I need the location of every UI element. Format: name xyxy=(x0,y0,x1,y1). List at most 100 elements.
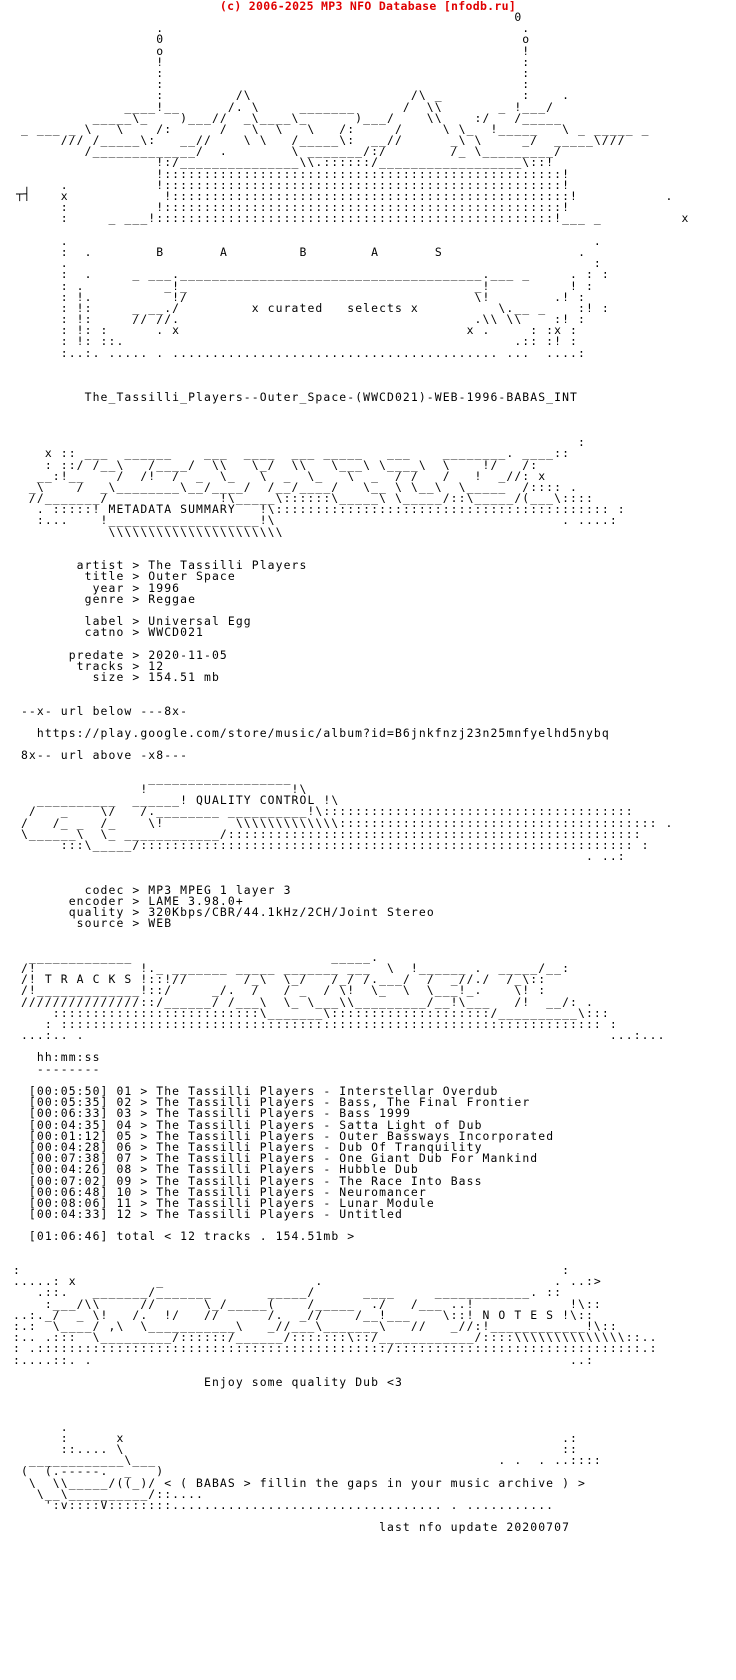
babas-tagline-row: : !: _ __./ x curated selects x \.__ _ :… xyxy=(13,300,610,315)
track-title: Bass, The Final Frontier xyxy=(339,1095,531,1110)
tracks-art-line: ...:.. . ...:... xyxy=(13,1028,666,1043)
track-number: 04 xyxy=(116,1117,133,1132)
release-name-row: The_Tassilli_Players--Outer_Space-(WWCD0… xyxy=(13,392,689,403)
footer-art-line: ::.... \ :: xyxy=(13,1442,578,1456)
metadata-art-line: _\ / _\________\__/____/ /__/____/ \__ \… xyxy=(13,479,578,494)
babas-frame-line: :..:. ..... . ..........................… xyxy=(13,345,586,360)
metadata-label-tracks: tracks xyxy=(76,658,125,673)
logo-art-line: !:::::::::::::::::::::::::::::::::::::::… xyxy=(13,166,571,181)
metadata-label-catno: catno xyxy=(84,625,125,640)
track-duration: [00:04:26] xyxy=(28,1162,109,1177)
quality-art-line: / _ \/ /.________ __________!\::::::::::… xyxy=(13,804,634,819)
tracks-art-line: ::::::::::::::::::::::::::\_______\:::::… xyxy=(13,1005,610,1020)
footer-art-line: : x .: xyxy=(13,1430,578,1445)
url-marker-top: --x- url below ---8x- xyxy=(13,703,689,718)
quality-art-line: / /_ _ /_ \! \\\\\\\\\\\\\::::::::::::::… xyxy=(13,815,674,830)
metadata-label-genre: genre xyxy=(84,591,125,606)
track-duration: [00:04:28] xyxy=(28,1139,109,1154)
babas-letters-row: : . B A B A S . xyxy=(13,244,587,259)
metadata-art-line: : xyxy=(13,435,586,450)
metadata-row: tracks > 12 xyxy=(76,658,165,673)
track-number: 10 xyxy=(116,1184,133,1199)
quality-title-row: __________ ______! QUALITY CONTROL !\ xyxy=(13,793,340,808)
logo-art-line: o ! xyxy=(13,43,531,58)
metadata-label-artist: artist xyxy=(76,558,125,573)
notes-art-line: : : xyxy=(13,1263,571,1277)
track-duration: [00:08:06] xyxy=(28,1195,109,1210)
babas-frame-line: : !: // //. .\\ \\ :! : xyxy=(13,312,586,327)
notes-art-line: :....::. . ..: xyxy=(13,1352,594,1367)
track-artist: The Tassilli Players xyxy=(156,1151,316,1166)
track-row: [00:07:38] 07 > The Tassilli Players - O… xyxy=(28,1151,539,1166)
footer-art-line: ____________\___ . . . ..:::: xyxy=(13,1453,602,1468)
logo-art-line: 0 xyxy=(13,10,523,24)
track-number: 07 xyxy=(116,1151,133,1166)
logo-art-line: /_____________/ . \ _______/:/ /_ \_____… xyxy=(13,144,563,159)
track-row: [00:04:26] 08 > The Tassilli Players - H… xyxy=(28,1162,419,1177)
track-artist: The Tassilli Players xyxy=(156,1128,316,1143)
track-row: [00:01:12] 05 > The Tassilli Players - O… xyxy=(28,1128,555,1143)
metadata-row: catno > WWCD021 xyxy=(84,625,205,640)
track-number: 02 xyxy=(116,1095,133,1110)
metadata-label-year: year xyxy=(92,580,125,595)
notes-art-line: :.: \____/ ,\ \___________\ _//___\_____… xyxy=(13,1318,618,1333)
metadata-value-size: 154.51 mb xyxy=(148,670,220,685)
metadata-row: title > Outer Space xyxy=(84,569,236,584)
metadata-art-line: x :: ___ ______ ___ ____ ___ _____ ___ _… xyxy=(13,446,571,461)
footer-art-line: ( (.-----. _ ) xyxy=(13,1464,165,1479)
babas-frame-line: : . _!_ _! ! : xyxy=(13,278,594,293)
album-url-link[interactable]: https://play.google.com/store/music/albu… xyxy=(36,726,610,740)
logo-art-line: : : xyxy=(13,77,531,92)
metadata-row: size > 154.51 mb xyxy=(92,670,220,685)
notes-art-line: .::. _______/_______ _____/ ____ _______… xyxy=(13,1285,563,1300)
quality-value-quality: 320Kbps/CBR/44.1kHz/2CH/Joint Stereo xyxy=(148,905,435,919)
quality-art-line: ! !\ xyxy=(13,781,308,796)
metadata-art-line: \\\\\\\\\\\\\\\\\\\\\\ xyxy=(13,524,284,539)
notes-art-line: .....: x _ . . ..:> xyxy=(13,1274,602,1289)
metadata-title-row: . :::::! METADATA SUMMARY !\::::::::::::… xyxy=(13,502,626,517)
metadata-label-label: label xyxy=(84,614,125,629)
track-row: [00:04:28] 06 > The Tassilli Players - D… xyxy=(28,1139,483,1154)
track-duration: [00:05:35] xyxy=(28,1095,109,1110)
babas-letter: B xyxy=(299,244,308,259)
logo-art-line: ! : xyxy=(13,54,531,69)
last-update-row: last nfo update 20200707 xyxy=(13,1522,689,1533)
track-artist: The Tassilli Players xyxy=(156,1084,316,1098)
quality-value-codec: MP3 MPEG 1 layer 3 xyxy=(148,882,292,897)
logo-art-line: : _ ___!::::::::::::::::::::::::::::::::… xyxy=(13,211,690,226)
track-artist: The Tassilli Players xyxy=(156,1184,316,1199)
track-row: [00:07:02] 09 > The Tassilli Players - T… xyxy=(28,1173,483,1188)
babas-letter: B xyxy=(156,244,165,259)
quality-row: quality > 320Kbps/CBR/44.1kHz/2CH/Joint … xyxy=(68,905,435,919)
babas-frame-line: : . _ ___.______________________________… xyxy=(13,267,610,282)
time-underline-row: -------- xyxy=(13,1063,689,1075)
url-marker-bottom: 8x-- url above -x8--- xyxy=(13,750,689,761)
metadata-value-genre: Reggae xyxy=(148,591,197,606)
track-title: One Giant Dub For Mankind xyxy=(339,1151,539,1166)
logo-art-line: 0 o xyxy=(13,32,531,47)
metadata-art-line: //_______/ !\_____\::::::\_____\ \_____/… xyxy=(13,491,594,506)
tracks-art-line: _____________ _____. xyxy=(13,949,380,964)
ident-mark: ┬┤ xyxy=(16,187,31,201)
logo-art-line: . !:::::::::::::::::::::::::::::::::::::… xyxy=(13,177,571,192)
metadata-value-catno: WWCD021 xyxy=(148,625,205,640)
track-duration: [00:01:12] xyxy=(28,1128,109,1143)
copyright-banner: (c) 2006-2025 MP3 NFO Database [nfodb.ru… xyxy=(219,0,517,13)
quality-value-encoder: LAME 3.98.0+ xyxy=(148,893,244,908)
url-below-marker: --x- url below ---8x- xyxy=(20,703,189,718)
track-number: 01 xyxy=(116,1084,133,1098)
notes-text-row: Enjoy some quality Dub <3 xyxy=(13,1376,689,1388)
metadata-row: genre > Reggae xyxy=(84,591,197,606)
track-duration: [00:07:02] xyxy=(28,1173,109,1188)
metadata-row: year > 1996 xyxy=(92,580,181,595)
track-row: [00:04:35] 04 > The Tassilli Players - S… xyxy=(28,1117,483,1132)
notes-section-title: N O T E S xyxy=(482,1307,555,1322)
track-title: Bass 1999 xyxy=(339,1106,411,1121)
footer-slogan-row: \ \\_____/((_)/ < ( BABAS > fillin the g… xyxy=(13,1475,586,1490)
babas-frame-line: . . xyxy=(13,233,602,248)
track-number: 03 xyxy=(116,1106,133,1121)
metadata-row: artist > The Tassilli Players xyxy=(76,558,308,573)
quality-value-source: WEB xyxy=(148,916,173,931)
babas-frame-line: : !. !/ \! .! : xyxy=(13,289,586,304)
metadata-art-line: :... !___________________!\ . ....: xyxy=(13,513,618,528)
